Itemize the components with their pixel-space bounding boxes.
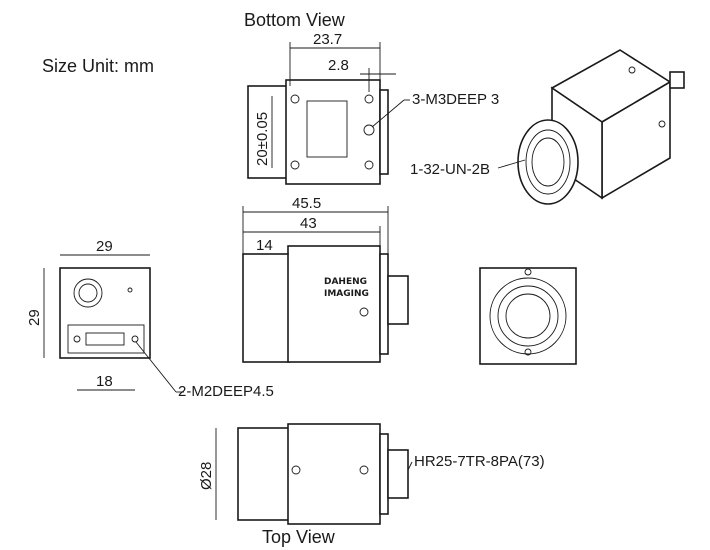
iso-lens-thread — [525, 129, 571, 195]
dim-29-height: 29 — [26, 309, 43, 326]
rear-view: 29 29 18 2-M2DEEP4.5 — [26, 238, 274, 400]
top-lens-mount — [237, 427, 290, 521]
bottom-screw-hole — [364, 94, 374, 104]
front-screw-hole — [524, 348, 532, 356]
bottom-view-title: Bottom View — [244, 10, 346, 30]
callout-m2: 2-M2DEEP4.5 — [178, 383, 274, 400]
dim-45-5: 45.5 — [292, 195, 321, 212]
dim-2-8: 2.8 — [328, 57, 349, 74]
front-screw-hole — [524, 268, 532, 276]
top-rear-plate — [379, 433, 389, 515]
side-screw-hole — [359, 307, 369, 317]
callout-m3: 3-M3DEEP 3 — [412, 91, 499, 108]
front-lens-inner — [505, 293, 551, 339]
rear-usb-plate — [67, 324, 145, 354]
callout-connector: HR25-7TR-8PA(73) — [414, 453, 545, 470]
front-body — [479, 267, 577, 365]
iso-lens-mount — [517, 119, 579, 205]
dim-18: 18 — [96, 373, 113, 390]
bottom-body — [285, 79, 381, 185]
rear-screw-hole — [131, 335, 139, 343]
leader-line — [135, 341, 177, 393]
leader-line — [371, 99, 405, 128]
dim-20: 20±0.05 — [254, 112, 271, 166]
iso-connector — [669, 71, 685, 89]
callout-thread: 1-32-UN-2B — [410, 161, 490, 178]
side-body — [287, 245, 381, 363]
top-view-title: Top View — [262, 527, 336, 547]
dim-29-width: 29 — [96, 238, 113, 255]
front-lens-outer — [489, 277, 567, 355]
iso-screw — [658, 120, 666, 128]
top-screw-hole — [291, 465, 301, 475]
side-lens-mount — [242, 253, 290, 363]
side-rear-plate — [379, 253, 389, 355]
top-screw-hole — [359, 465, 369, 475]
rear-led — [127, 287, 133, 293]
leader-line — [407, 461, 413, 471]
rear-io-connector — [73, 278, 103, 308]
bottom-rear-plate — [379, 89, 389, 175]
logo-line1: DAHENG — [324, 277, 367, 287]
rear-io-pins — [78, 283, 98, 303]
top-view: Ø28 HR25-7TR-8PA(73) — [198, 423, 545, 525]
rear-usb-port — [85, 332, 125, 346]
front-lens-thread — [497, 285, 559, 347]
rear-screw-hole — [73, 335, 81, 343]
size-unit-label: Size Unit: mm — [42, 56, 154, 76]
front-view — [479, 267, 577, 365]
rear-body — [59, 267, 151, 359]
bottom-screw-hole — [364, 160, 374, 170]
dim-14: 14 — [256, 237, 273, 254]
iso-screw — [628, 66, 636, 74]
dim-43: 43 — [300, 215, 317, 232]
dim-23-7: 23.7 — [313, 31, 342, 48]
top-connector — [387, 449, 409, 499]
bottom-label-recess — [306, 100, 348, 158]
leader-line — [497, 159, 526, 169]
bottom-screw-hole — [290, 94, 300, 104]
iso-lens-inner — [531, 137, 565, 187]
isometric-view: 1-32-UN-2B — [410, 49, 685, 205]
logo-line2: IMAGING — [324, 289, 369, 299]
bottom-screw-hole — [290, 160, 300, 170]
side-view: DAHENG IMAGING 45.5 43 14 — [242, 195, 409, 363]
side-connector — [387, 275, 409, 325]
top-body — [287, 423, 381, 525]
bottom-view: 23.7 2.8 20±0.05 3-M3DEEP 3 — [247, 31, 499, 185]
dim-28: Ø28 — [198, 462, 215, 490]
bottom-lens-mount — [247, 85, 289, 179]
bottom-screw-hole — [363, 124, 375, 136]
